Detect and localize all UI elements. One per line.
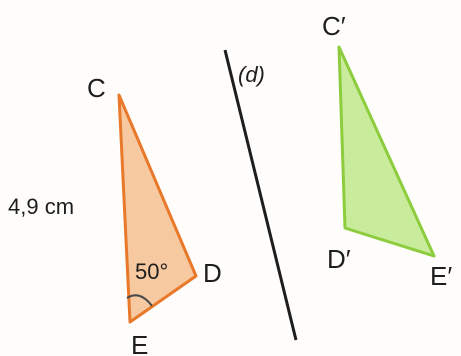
vertex-d-prime-label: D′: [327, 244, 351, 274]
triangle-cde: [117, 93, 198, 324]
axis-d-label: (d): [238, 62, 265, 87]
vertex-e-prime-label: E′: [430, 261, 452, 291]
vertex-c-prime-label: C′: [322, 11, 346, 41]
triangle-c-prime-d-prime-e-prime: [337, 45, 436, 258]
side-ce-length-label: 4,9 cm: [8, 194, 74, 219]
vertex-e-label: E: [131, 330, 148, 356]
angle-arc-e: [126, 294, 153, 307]
angle-e-measure-label: 50°: [135, 259, 168, 284]
vertex-c-label: C: [87, 73, 106, 103]
symmetry-axis-d: [223, 49, 298, 341]
vertex-d-label: D: [203, 258, 222, 288]
